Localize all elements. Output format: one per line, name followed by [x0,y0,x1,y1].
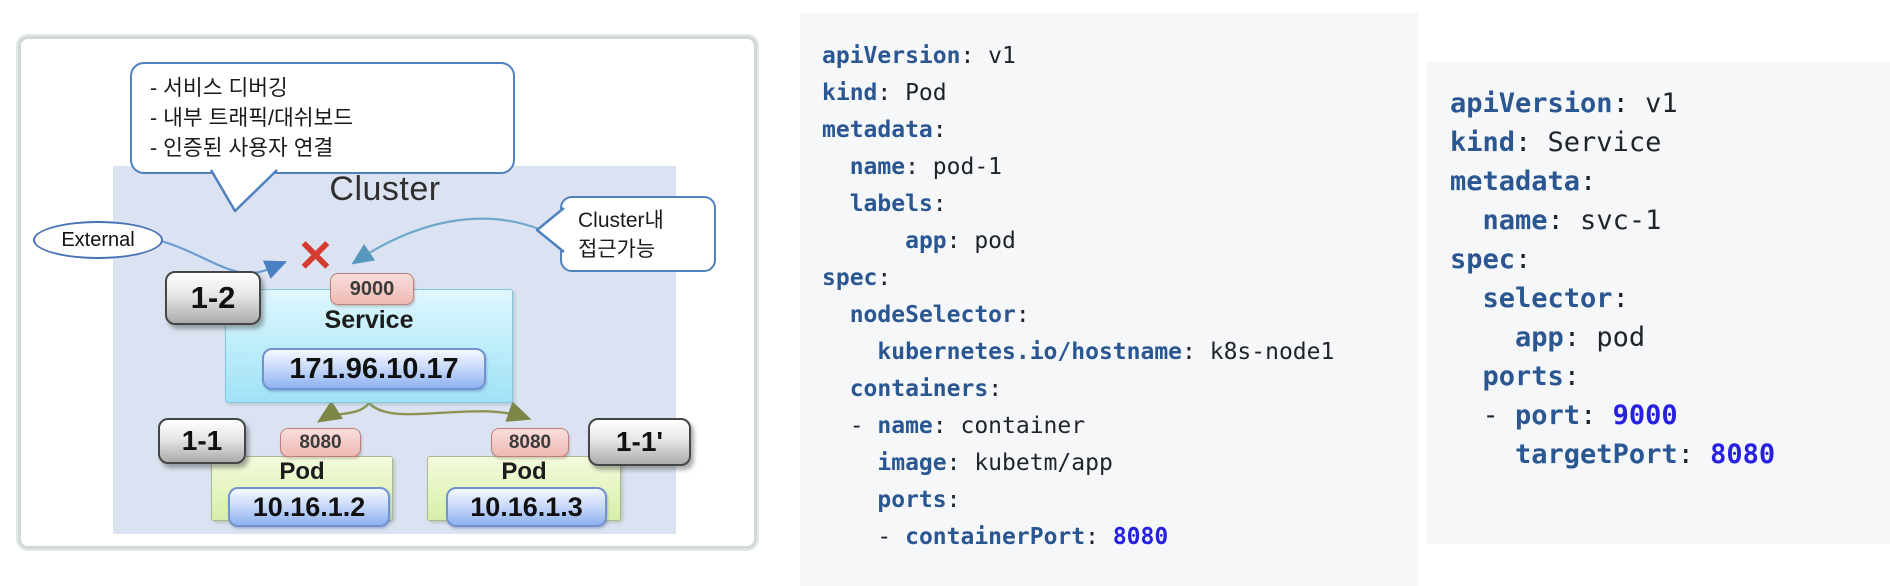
pod-label: Pod [279,458,325,485]
code-line: name: pod-1 [849,154,1003,180]
access-line: Cluster내 [578,209,664,232]
code-line: spec: [1450,244,1532,275]
code-line: nodeSelector: [849,302,1030,328]
note-line: - 인증된 사용자 연결 [150,136,334,160]
cluster-access-speech-bubble: Cluster내 접근가능 [560,196,716,272]
code-line: containers: [849,376,1003,402]
step-badge-1-2: 1-2 [165,271,261,325]
service-yaml-code-block: apiVersion: v1 kind: Service metadata: nam… [1427,62,1890,544]
pod-port-badge: 8080 [280,428,361,457]
service-label: Service [324,306,414,334]
access-line: 접근가능 [578,238,656,261]
step-badge-1-1: 1-1 [158,418,246,464]
code-line: apiVersion: v1 [1450,88,1678,119]
code-line: kubernetes.io/hostname: k8s-node1 [877,339,1335,365]
cluster-label: Cluster [329,170,441,208]
external-label: External [61,228,135,251]
code-line: - containerPort: 8080 [822,524,1169,550]
code-line: kind: Pod [822,80,947,106]
pod-port-badge: 8080 [491,428,569,457]
blocked-access-icon: ✕ [297,232,334,281]
code-line: ports: [1482,361,1581,392]
note-line: - 내부 트래픽/대쉬보드 [150,106,354,130]
code-line: metadata: [822,117,947,143]
code-line: image: kubetm/app [877,450,1113,476]
step-badge-1-1-prime: 1-1' [588,418,691,466]
code-line: kind: Service [1450,127,1662,158]
code-line: - port: 9000 [1450,400,1678,431]
cluster-diagram-panel: Cluster - 서비스 디버깅 - 내부 트래픽/대쉬보드 - 인증된 사용… [16,34,759,551]
code-line: ports: [877,487,961,513]
pod-label: Pod [501,458,547,485]
pod-yaml-code-block: apiVersion: v1 kind: Pod metadata: name: p… [800,13,1418,586]
code-line: - name: container [822,413,1086,439]
external-node: External [33,221,163,259]
code-line: name: svc-1 [1482,205,1662,236]
code-line: app: pod [905,228,1016,254]
code-line: spec: [822,265,892,291]
service-port-badge: 9000 [330,273,414,305]
service-ip-pill: 171.96.10.17 [262,348,486,390]
pod-ip-pill: 10.16.1.2 [228,487,390,527]
notes-speech-bubble: - 서비스 디버깅 - 내부 트래픽/대쉬보드 - 인증된 사용자 연결 [130,62,515,174]
note-line: - 서비스 디버깅 [150,76,288,100]
code-line: labels: [849,191,947,217]
code-line: selector: [1482,283,1629,314]
code-line: targetPort: 8080 [1515,439,1776,470]
pod-ip-pill: 10.16.1.3 [446,487,607,527]
code-line: apiVersion: v1 [822,43,1016,69]
code-line: metadata: [1450,166,1597,197]
code-line: app: pod [1515,322,1646,353]
